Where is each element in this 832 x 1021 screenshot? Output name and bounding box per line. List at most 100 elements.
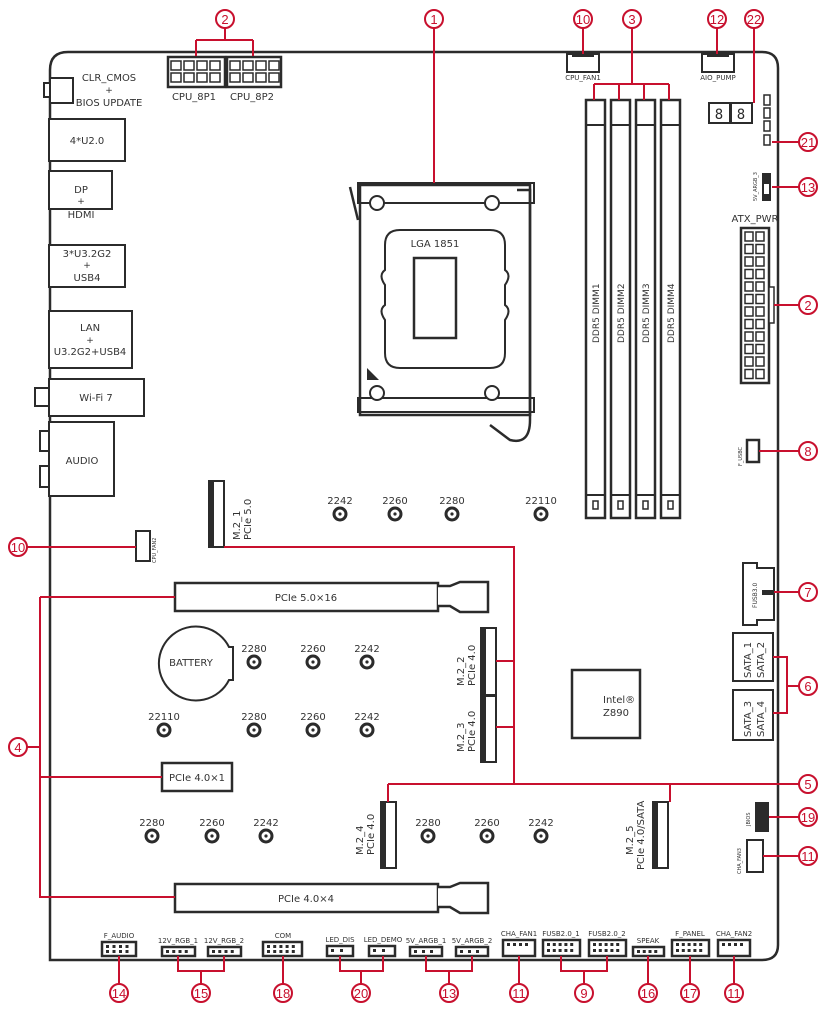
callout-number: 7 bbox=[804, 585, 811, 600]
pin bbox=[229, 72, 241, 83]
pcie-4-x1-slot: PCIe 4.0×1 bbox=[160, 761, 234, 793]
standoff-2242: 2242 bbox=[528, 818, 554, 844]
standoff-label: 2242 bbox=[354, 712, 379, 723]
callout-number: 9 bbox=[580, 986, 587, 1001]
sata-label: SATA_1 bbox=[743, 642, 754, 678]
m2-name: M.2_1 bbox=[232, 510, 243, 540]
callout-9: 9 bbox=[574, 983, 594, 1003]
header-cha-fan2: CHA_FAN2 bbox=[716, 930, 752, 958]
callout-number: 2 bbox=[804, 298, 811, 313]
io-wifi: Wi-Fi 7 bbox=[34, 378, 145, 417]
standoff-label: 2242 bbox=[528, 818, 553, 829]
header-led-demo: LED_DEMO bbox=[364, 936, 403, 958]
pin bbox=[755, 231, 765, 242]
pin bbox=[744, 293, 754, 305]
pin bbox=[755, 318, 765, 330]
header-12v-rgb-2: 12V_RGB_2 bbox=[204, 937, 244, 958]
io-usb32-usb4: 3*U3.2G2 + USB4 bbox=[48, 244, 126, 288]
dimm-label: DDR5 DIMM1 bbox=[592, 283, 602, 343]
pin bbox=[268, 72, 280, 83]
debug-led-display: 8 8 bbox=[708, 102, 753, 124]
standoff-2260: 2260 bbox=[474, 818, 500, 844]
argb3-label: 5V_ARGB_3 bbox=[753, 172, 759, 201]
pcie-label: PCIe 4.0×1 bbox=[169, 773, 225, 784]
standoff-label: 22110 bbox=[525, 496, 557, 507]
pin bbox=[170, 72, 182, 83]
header-label: LED_DEMO bbox=[364, 936, 403, 944]
callout-number: 10 bbox=[576, 12, 590, 27]
callout-14: 14 bbox=[109, 983, 129, 1003]
header-label: FUSB2.0_2 bbox=[588, 930, 625, 938]
pin bbox=[744, 368, 754, 380]
dimm-slot-3: DDR5 DIMM3 bbox=[634, 98, 657, 520]
pin bbox=[744, 256, 754, 267]
pin bbox=[196, 72, 208, 83]
m2-5-slot: M.2_5 PCIe 4.0/SATA bbox=[625, 801, 669, 870]
standoff-22110: 22110 bbox=[148, 712, 180, 738]
cmos-battery: BATTERY bbox=[157, 625, 234, 702]
callout-number: 20 bbox=[354, 986, 368, 1001]
fusb30-label: FUSB3.0 bbox=[752, 583, 759, 608]
callout-number: 4 bbox=[14, 740, 21, 755]
pin bbox=[242, 72, 254, 83]
m2-name: M.2_3 bbox=[456, 722, 467, 752]
standoff-2260: 2260 bbox=[199, 818, 225, 844]
pin bbox=[755, 243, 765, 255]
dimm-slot-4: DDR5 DIMM4 bbox=[659, 98, 682, 520]
header-label: FUSB2.0_1 bbox=[542, 930, 579, 938]
callout-number: 18 bbox=[276, 986, 290, 1001]
header-12v-rgb-1: 12V_RGB_1 bbox=[158, 937, 198, 958]
io-label: CLR_CMOS bbox=[82, 73, 136, 84]
standoff-2260: 2260 bbox=[300, 712, 326, 738]
standoff-label: 2260 bbox=[300, 644, 325, 655]
f-usbc-label: F_USBC bbox=[738, 446, 744, 466]
header-label: LED_DIS bbox=[325, 936, 355, 944]
callout-number: 12 bbox=[710, 12, 724, 27]
callout-number: 11 bbox=[512, 986, 526, 1001]
m2-3-slot: M.2_3 PCIe 4.0 bbox=[456, 695, 497, 763]
pcie-label: PCIe 5.0×16 bbox=[275, 593, 337, 604]
callout-12: 12 bbox=[707, 9, 727, 29]
io-label: + bbox=[86, 336, 94, 346]
callout-3: 3 bbox=[622, 9, 642, 29]
standoff-label: 2242 bbox=[327, 496, 352, 507]
m2-iface: PCIe 4.0 bbox=[366, 814, 377, 855]
callout-10: 10 bbox=[8, 537, 28, 557]
header-label: CHA_FAN1 bbox=[501, 930, 537, 938]
standoff-2260: 2260 bbox=[300, 644, 326, 670]
pcie-label: PCIe 4.0×4 bbox=[278, 894, 334, 905]
m2-iface: PCIe 4.0 bbox=[467, 645, 478, 686]
cpu-8p2-connector: CPU_8P2 bbox=[225, 55, 283, 103]
pin bbox=[755, 331, 765, 342]
m2-name: M.2_4 bbox=[355, 825, 366, 855]
callout-number: 17 bbox=[683, 986, 697, 1001]
pin bbox=[209, 60, 221, 71]
jbios-header: JBIOS bbox=[746, 802, 769, 832]
callout-4: 4 bbox=[8, 737, 28, 757]
pin bbox=[755, 281, 765, 292]
socket-lever bbox=[489, 188, 532, 443]
m2-iface: PCIe 5.0 bbox=[243, 499, 254, 540]
io-label: U3.2G2+USB4 bbox=[54, 347, 127, 358]
io-label: 4*U2.0 bbox=[70, 136, 105, 147]
callout-17: 17 bbox=[680, 983, 700, 1003]
io-label: HDMI bbox=[68, 210, 95, 221]
pin bbox=[196, 60, 208, 71]
cpu-socket-label: LGA 1851 bbox=[411, 239, 460, 250]
standoff-label: 22110 bbox=[148, 712, 180, 723]
io-dp-hdmi: DP + HDMI bbox=[48, 170, 113, 221]
io-label: + bbox=[77, 197, 85, 207]
header-label: 12V_RGB_1 bbox=[158, 937, 198, 945]
header-cha-fan1: CHA_FAN1 bbox=[501, 930, 537, 958]
m2-name: M.2_2 bbox=[456, 656, 467, 686]
callout-number: 8 bbox=[804, 444, 811, 459]
callout-number: 10 bbox=[11, 540, 25, 555]
f-usbc-header: F_USBC bbox=[738, 438, 761, 466]
header-f-panel: F_PANEL bbox=[670, 930, 711, 958]
standoff-2280: 2280 bbox=[241, 644, 267, 670]
sata-1-2-connector: SATA_1 SATA_2 bbox=[732, 632, 774, 682]
sata-label: SATA_4 bbox=[756, 701, 767, 737]
m2-iface: PCIe 4.0 bbox=[467, 711, 478, 752]
